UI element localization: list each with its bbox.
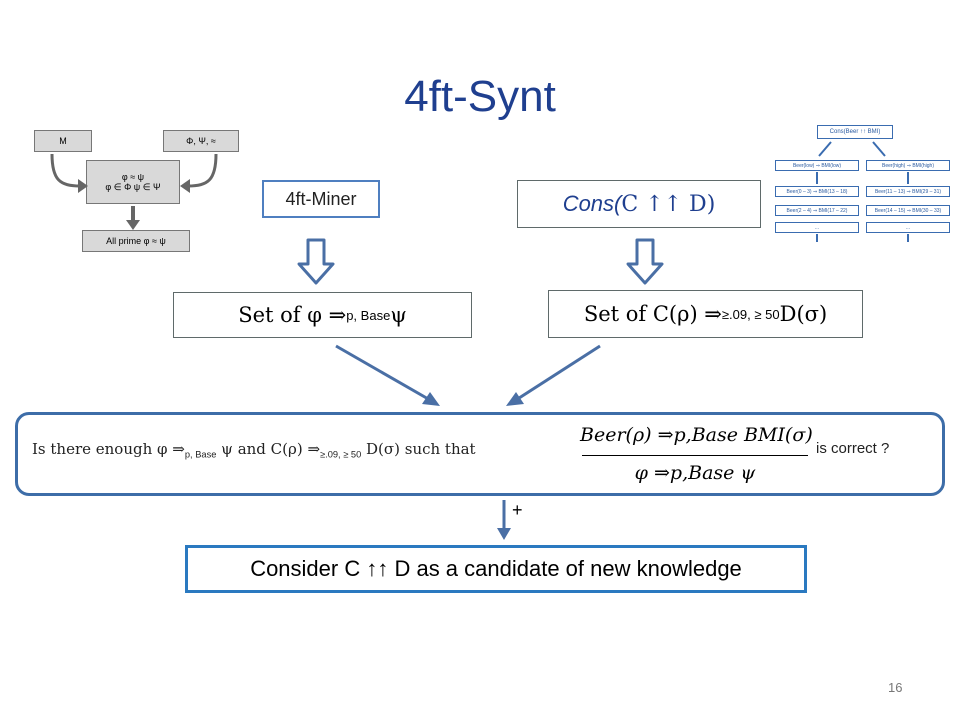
cons-text: C ↑↑ D)	[621, 191, 716, 217]
thumb-parameters: Φ, Ψ, ≈	[163, 130, 239, 152]
cons-prefix: Cons(	[562, 191, 622, 216]
converging-arrows	[335, 344, 601, 406]
thumb-procedure-line1: φ ≈ ψ	[121, 171, 145, 182]
thumb-arrows	[50, 153, 218, 230]
thumb-row2-right: Beer(11 – 13) ⇒ BMI(29 – 31)	[866, 186, 950, 197]
question-end: is correct ?	[816, 440, 890, 457]
thumb-row1-left: Beer(low) ⇒ BMI(low)	[775, 160, 859, 171]
thumb-result: All prime φ ≈ ψ	[82, 230, 190, 252]
question-frame	[15, 412, 945, 496]
thumb-row1-right: Beer(high) ⇒ BMI(high)	[866, 160, 950, 171]
fraction-bar	[582, 455, 808, 456]
question-text: Is there enough φ ⇒p, Base ψ and C(ρ) ⇒≥…	[32, 440, 476, 459]
thumb-row3-left: Beer(2 – 4) ⇒ BMI(17 – 22)	[775, 205, 859, 216]
cons-box: Cons( C ↑↑ D)	[517, 180, 761, 228]
miner-box: 4ft-Miner	[262, 180, 380, 218]
plus-label: +	[512, 500, 523, 520]
question-sub1: p, Base	[184, 449, 217, 460]
page-title: 4ft-Synt	[404, 72, 556, 121]
set-left-box: Set of φ ⇒ p, Base ψ	[173, 292, 472, 338]
set-left-prefix: Set of φ ⇒	[238, 303, 347, 327]
thumb-procedure-line2: φ ∈ Φ ψ ∈ Ψ	[105, 181, 161, 192]
formula-numerator: Beer(ρ) ⇒p,Base BMI(σ)	[580, 424, 813, 446]
down-arrow-icon-right	[626, 238, 664, 285]
thumb-row4-right: ...	[866, 222, 950, 233]
thumb-data-matrix: M	[34, 130, 92, 152]
thumb-right-arrows	[816, 141, 909, 242]
question-part2: ψ and C(ρ) ⇒	[216, 440, 321, 458]
set-left-suffix: ψ	[390, 303, 407, 327]
thumb-row3-right: Beer(14 – 15) ⇒ BMI(30 – 33)	[866, 205, 950, 216]
question-part3: D(σ) such that	[361, 440, 476, 458]
question-sub2: ≥.09, ≥ 50	[320, 449, 362, 460]
set-right-sub: ≥.09, ≥ 50	[721, 306, 780, 322]
thumb-cons: Cons(Beer ↑↑ BMI)	[817, 125, 893, 139]
set-right-prefix: Set of C(ρ) ⇒	[583, 302, 722, 326]
set-right-box: Set of C(ρ) ⇒ ≥.09, ≥ 50 D(σ)	[548, 290, 863, 338]
set-right-suffix: D(σ)	[779, 302, 828, 326]
page-number: 16	[888, 680, 903, 695]
question-part1: Is there enough φ ⇒	[32, 440, 185, 458]
thumb-procedure: φ ≈ ψ φ ∈ Φ ψ ∈ Ψ	[86, 160, 180, 204]
down-arrow-icon-conclusion	[497, 500, 511, 540]
formula-denominator: φ ⇒p,Base ψ	[634, 462, 756, 484]
down-arrow-icon-left	[297, 238, 335, 285]
arrowhead-left	[422, 392, 440, 406]
arrowhead-right	[506, 392, 524, 406]
formula-fraction: Beer(ρ) ⇒p,Base BMI(σ) φ ⇒p,Base ψ	[580, 420, 813, 492]
thumb-row2-left: Beer(0 – 3) ⇒ BMI(13 – 18)	[775, 186, 859, 197]
set-left-sub: p, Base	[346, 307, 391, 323]
thumb-row4-left: ...	[775, 222, 859, 233]
conclusion-box: Consider C ↑↑ D as a candidate of new kn…	[185, 545, 807, 593]
